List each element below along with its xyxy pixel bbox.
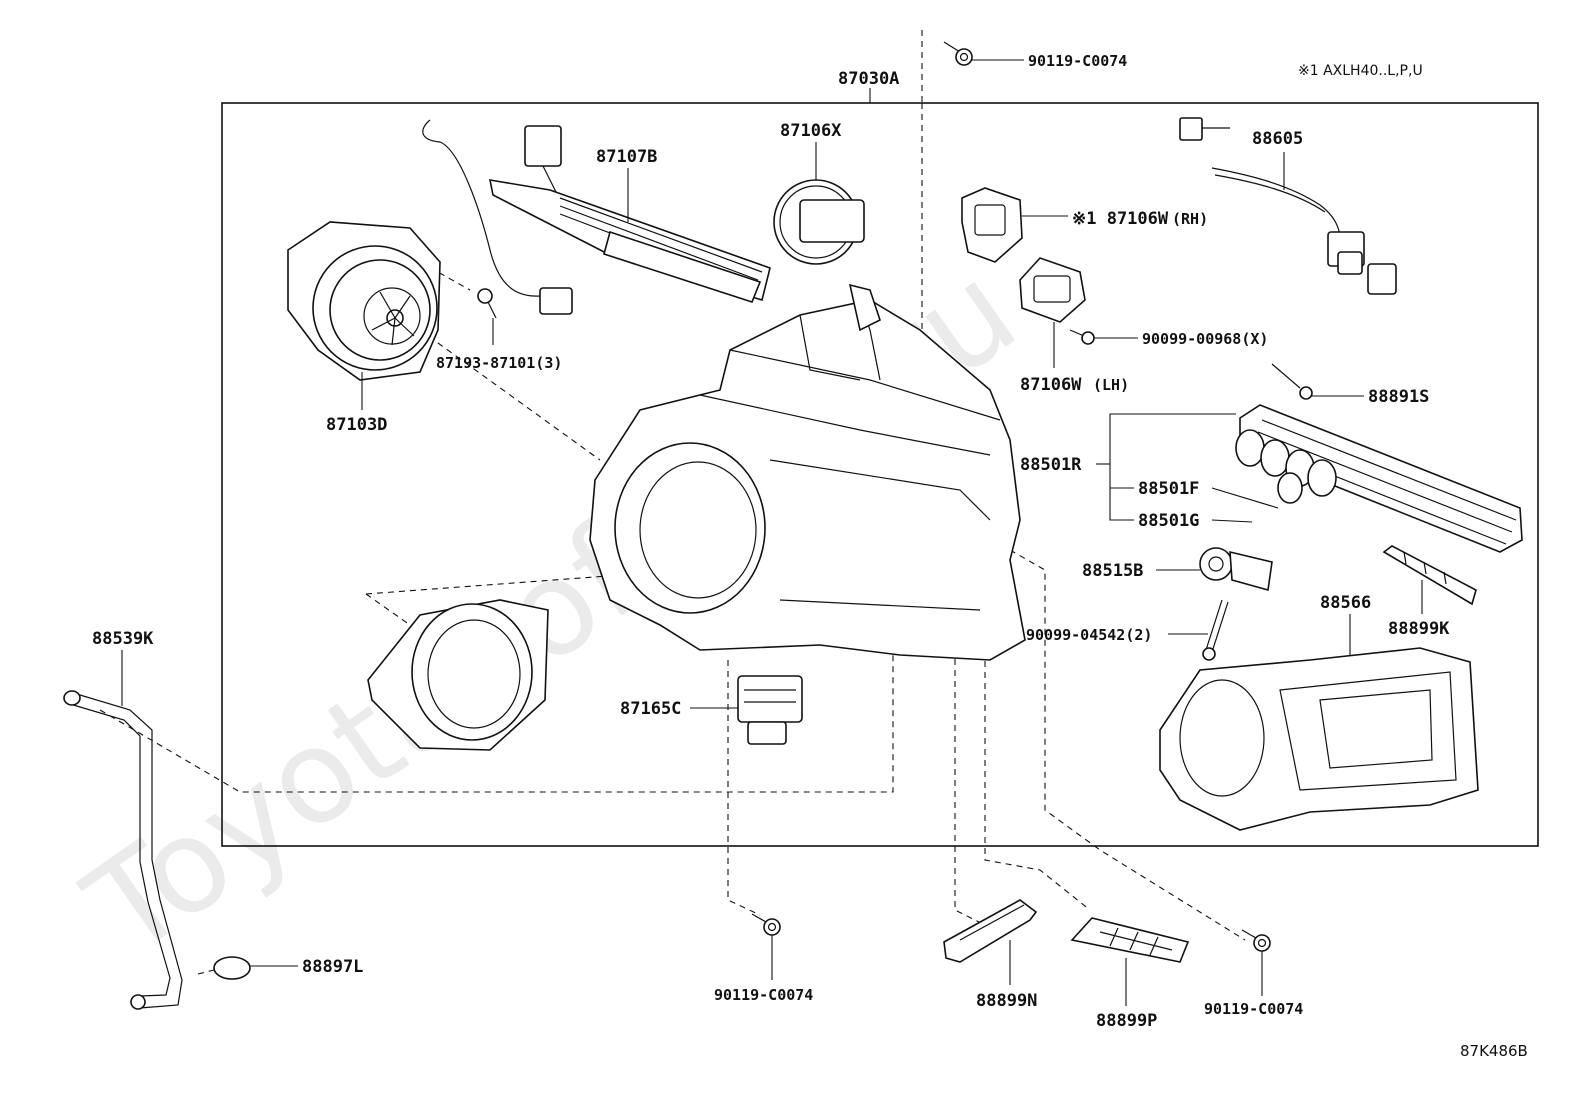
servo-87106W-rh — [961, 187, 1023, 263]
drain-hose — [63, 690, 183, 1010]
bolt-90119-top — [943, 41, 973, 66]
label-87193: 87193-87101(3) — [436, 354, 562, 372]
label-88501R: 88501R — [1020, 455, 1082, 475]
label-88501G: 88501G — [1138, 511, 1199, 531]
label-88897L: 88897L — [302, 957, 363, 977]
label-88605: 88605 — [1252, 129, 1303, 149]
bolt-90099-04542 — [1202, 599, 1229, 661]
sensor-88891S — [1271, 363, 1313, 400]
label-88899N: 88899N — [976, 991, 1037, 1011]
screw-87193 — [477, 288, 497, 319]
label-88899K: 88899K — [1388, 619, 1450, 639]
label-87106W-rh-side: (RH) — [1172, 210, 1208, 228]
label-88539K: 88539K — [92, 629, 154, 649]
blower-motor — [287, 221, 441, 381]
label-88515B: 88515B — [1082, 561, 1143, 581]
expansion-valve — [1199, 547, 1273, 592]
label-87106X: 87106X — [780, 121, 842, 141]
heater-core — [488, 125, 771, 303]
label-90099-04542: 90099-04542(2) — [1026, 626, 1152, 644]
model-note: ※1 AXLH40..L,P,U — [1298, 63, 1423, 79]
label-87106W-rh: ※1 87106W — [1072, 209, 1169, 229]
servo-87106W-lh — [1019, 257, 1086, 323]
label-87107B: 87107B — [596, 147, 657, 167]
label-90099-00968: 90099-00968(X) — [1142, 330, 1268, 348]
label-87030A: 87030A — [838, 69, 899, 89]
servo-87106X — [773, 179, 865, 265]
duct-88899N — [943, 899, 1038, 963]
label-87106W-lh: 87106W — [1020, 375, 1082, 395]
label-87103D: 87103D — [326, 415, 387, 435]
bracket-88899K — [1382, 545, 1477, 606]
hvac-housing — [589, 283, 1026, 661]
label-88501F: 88501F — [1138, 479, 1199, 499]
lower-housing-88566 — [1159, 647, 1479, 831]
blower-wire — [422, 119, 573, 315]
blower-resistor — [737, 675, 803, 745]
evaporator — [1235, 404, 1523, 553]
grommet-88897L — [197, 956, 251, 980]
label-87106W-lh-side: (LH) — [1093, 376, 1129, 394]
bolt-90119-bottom-right — [1241, 929, 1271, 952]
label-88891S: 88891S — [1368, 387, 1429, 407]
label-88566: 88566 — [1320, 593, 1371, 613]
blower-housing-ring — [367, 599, 549, 751]
label-90119-bottom-right: 90119-C0074 — [1204, 1000, 1303, 1018]
label-87165C: 87165C — [620, 699, 681, 719]
label-90119-top: 90119-C0074 — [1028, 52, 1127, 70]
bolt-90119-bottom-left — [751, 913, 781, 936]
grille-88899P — [1070, 917, 1190, 963]
label-90119-bottom-left: 90119-C0074 — [714, 986, 813, 1004]
label-88899P: 88899P — [1096, 1011, 1157, 1031]
assembly-frame — [221, 102, 1539, 847]
screw-90099-00968 — [1069, 329, 1095, 345]
diagram-code: 87K486B — [1460, 1042, 1528, 1060]
wire-harness-88605 — [1179, 117, 1397, 295]
